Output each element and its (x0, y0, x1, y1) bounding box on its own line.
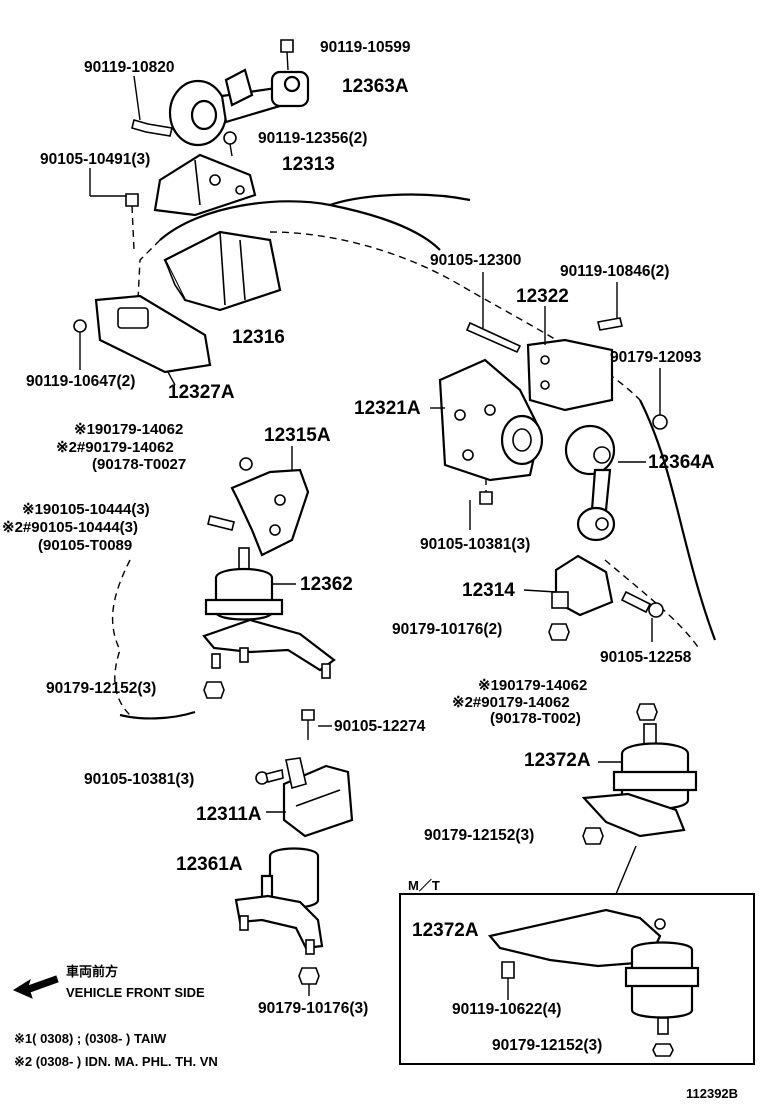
label-90105-12274: 90105-12274 (334, 718, 426, 735)
label-90179-12152-c: 90179-12152(3) (492, 1037, 602, 1054)
nut-90179-10176-b-icon (298, 967, 320, 996)
bracket-12316 (163, 230, 282, 312)
label-90105-12300: 90105-12300 (430, 252, 521, 269)
label-90119-10599: 90119-10599 (320, 39, 411, 56)
bolt-90119-10599-icon (280, 39, 294, 71)
label-12316: 12316 (232, 327, 285, 348)
label-90179-12152-b: 90179-12152(3) (424, 827, 534, 844)
footnote-1: ※1( 0308) ; (0308- ) TAIW (14, 1031, 167, 1046)
label-90105-10381-b: 90105-10381(3) (84, 771, 194, 788)
bracket-12315A (230, 446, 310, 557)
label-b-note1-90179-14062: ※190179-14062 (478, 677, 587, 694)
nut-90179-14062-b-icon (636, 703, 658, 721)
bracket-12322 (526, 306, 614, 412)
front-label-jp: 車両前方 (66, 964, 118, 979)
label-12364A: 12364A (648, 452, 715, 473)
label-12361A: 12361A (176, 854, 243, 875)
bolt-90119-10820-icon (131, 75, 173, 137)
label-12315A: 12315A (264, 425, 331, 446)
engine-mount-12362 (202, 547, 336, 679)
bolt-90119-10647-icon (73, 319, 87, 370)
label-12372A-b: 12372A (412, 920, 479, 941)
label-90119-10820: 90119-10820 (84, 59, 175, 76)
bracket-12321A (430, 358, 544, 482)
bracket-12313 (153, 153, 257, 217)
bolt-90105-12300-icon (465, 272, 522, 354)
bracket-12311A (266, 757, 354, 838)
engine-mount-12361A (234, 847, 324, 955)
nut-90179-12093-icon (652, 368, 668, 430)
label-mt: M／T (408, 878, 440, 893)
label-12314: 12314 (462, 580, 515, 601)
label-note2-90105-10444: ※2#90105-10444(3) (2, 519, 138, 536)
label-90105-12258: 90105-12258 (600, 649, 692, 666)
label-90178-T0027: (90178-T0027 (92, 456, 186, 473)
label-b-90178-T002: (90178-T002) (490, 710, 581, 727)
label-note2-90179-14062: ※2#90179-14062 (56, 439, 174, 456)
bracket-12327A (94, 294, 212, 386)
engine-mount-12372A (581, 723, 698, 838)
bolt-90105-12274-icon (301, 709, 332, 740)
label-12313: 12313 (282, 154, 335, 175)
nut-90179-12152-icon (203, 681, 225, 699)
label-12372A-a: 12372A (524, 750, 591, 771)
bolt-90105-10381-icon (469, 478, 493, 530)
label-90105-T0089: (90105-T0089 (38, 537, 132, 554)
label-90179-10176-2: 90179-10176(2) (392, 621, 502, 638)
label-90179-12093: 90179-12093 (610, 349, 702, 366)
engine-mount-12363A (168, 68, 310, 147)
bolt-90105-12258-icon (620, 590, 664, 642)
figure-id: 112392B (686, 1086, 738, 1101)
bolt-90119-10846-icon (597, 282, 623, 331)
label-12322: 12322 (516, 286, 569, 307)
label-90119-12356: 90119-12356(2) (258, 130, 367, 147)
footnote-2: ※2 (0308- ) IDN. MA. PHL. TH. VN (14, 1054, 218, 1069)
label-note1-90105-10444: ※190105-10444(3) (22, 501, 150, 518)
label-90179-10176-3: 90179-10176(3) (258, 1000, 368, 1017)
label-90119-10846: 90119-10846(2) (560, 263, 669, 280)
label-12327A: 12327A (168, 382, 235, 403)
part-number-labels: 90119-10599 90119-10820 12363A 90119-123… (2, 39, 738, 1101)
nut-90179-14062-icon (239, 457, 253, 471)
label-12311A: 12311A (196, 804, 262, 825)
label-90105-10381-a: 90105-10381(3) (420, 536, 530, 553)
label-12321A: 12321A (354, 398, 421, 419)
bracket-12314 (523, 554, 614, 617)
mt-inset-box (399, 845, 755, 1065)
bolt-90105-10444-icon (207, 515, 235, 531)
label-12363A: 12363A (342, 76, 409, 97)
label-note1-90179-14062: ※190179-14062 (74, 421, 183, 438)
label-90105-10491: 90105-10491(3) (40, 151, 150, 168)
bolt-90105-10491-icon (89, 168, 139, 251)
nut-90179-10176-icon (548, 623, 570, 641)
label-90119-10647: 90119-10647(2) (26, 373, 135, 390)
vehicle-front-arrow-icon (12, 975, 59, 999)
label-90179-12152-a: 90179-12152(3) (46, 680, 156, 697)
label-b-note2-90179-14062: ※2#90179-14062 (452, 694, 570, 711)
torque-rod-12364A (564, 424, 646, 542)
bolt-90105-10381-b-icon (255, 769, 284, 785)
front-label-en: VEHICLE FRONT SIDE (66, 985, 205, 1000)
bolt-90119-12356-icon (223, 131, 237, 157)
label-12362: 12362 (300, 574, 353, 595)
nut-90179-12152-b-icon (582, 827, 604, 845)
label-90119-10622: 90119-10622(4) (452, 1001, 561, 1018)
